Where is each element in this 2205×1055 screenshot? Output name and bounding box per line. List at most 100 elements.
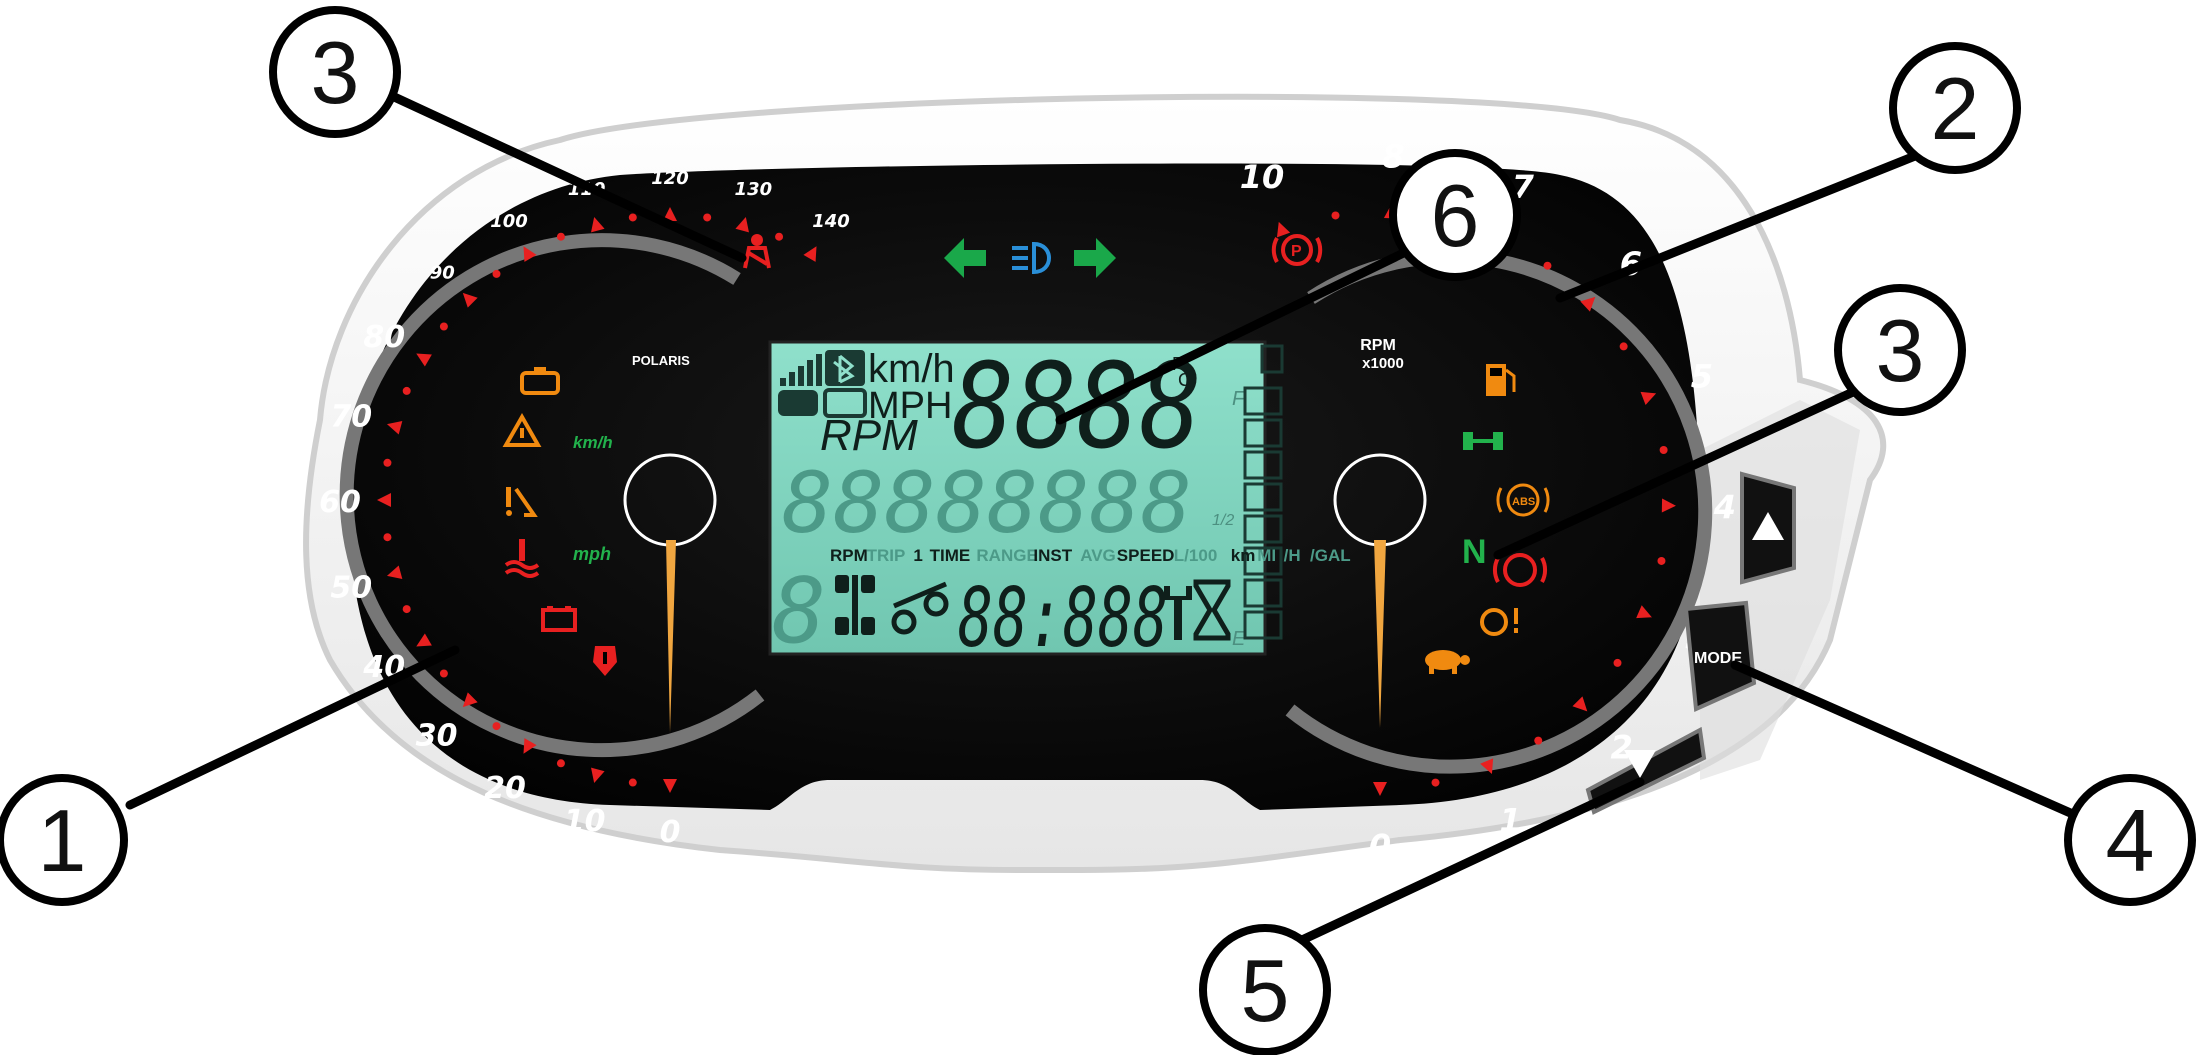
speed-tick-label: 20	[484, 771, 526, 806]
mode-label: TIME	[930, 546, 971, 565]
tach-tick	[1373, 782, 1387, 796]
speed-tick-label: 30	[416, 718, 458, 753]
tach-tick	[1572, 696, 1588, 712]
svg-text:4: 4	[2106, 791, 2155, 890]
speed-tick	[416, 633, 432, 647]
mode-label: AVG	[1080, 546, 1116, 565]
tach-tick	[1640, 391, 1657, 405]
speed-tick	[377, 493, 391, 507]
fuel-half-label: 1/2	[1212, 512, 1234, 529]
tachometer-needle	[1374, 540, 1386, 728]
tach-tick	[1580, 296, 1596, 312]
speed-tick-label: 90	[430, 262, 455, 283]
tach-tick-label: 8	[1382, 137, 1404, 175]
speedometer-ticks	[377, 207, 817, 793]
mode-label: /H	[1284, 546, 1301, 565]
svg-text:3: 3	[1876, 301, 1925, 400]
speed-tick-label: 50	[330, 570, 372, 605]
mode-label: SPEED	[1117, 546, 1175, 565]
mode-label: L/100	[1174, 546, 1217, 565]
fuel-bar-segment	[1243, 418, 1283, 448]
tach-minor-tick	[1534, 736, 1543, 745]
speed-tick	[523, 738, 537, 754]
up-button[interactable]	[1740, 471, 1796, 585]
speed-tick-label: 130	[735, 179, 773, 200]
speed-unit-kmh: km/h	[573, 433, 613, 452]
service-wrench-warning-icon	[506, 487, 538, 517]
lcd-gear-digit: 8	[772, 559, 826, 664]
tach-minor-tick	[1657, 556, 1666, 565]
speed-minor-tick	[628, 213, 637, 222]
speed-tick	[416, 353, 432, 367]
fuel-bar-segment	[1243, 450, 1283, 480]
fuel-bar-segment	[1243, 386, 1283, 416]
tach-tick-label: 0	[1369, 827, 1391, 865]
fuel-bar-segment	[1243, 514, 1283, 544]
fuel-full-label: F	[1232, 388, 1246, 410]
speed-minor-tick	[492, 269, 501, 278]
speed-minor-tick	[439, 669, 448, 678]
high-beam-icon	[1012, 241, 1051, 275]
tach-tick-label: 1	[1499, 801, 1521, 839]
speed-tick	[735, 216, 749, 233]
speed-minor-tick	[383, 533, 392, 542]
parking-brake-icon: P	[1271, 234, 1323, 266]
battery-icon	[541, 606, 577, 632]
turtle-mode-icon	[1425, 650, 1470, 674]
speedometer-needle	[666, 540, 676, 733]
speed-tick-label: 140	[812, 211, 850, 232]
speed-tick-label: 60	[319, 485, 361, 520]
svg-text:ABS: ABS	[1512, 496, 1535, 508]
callout-5: 5	[1199, 924, 1331, 1055]
mode-label: INST	[1033, 546, 1072, 565]
tach-tick	[1480, 758, 1494, 775]
lcd-display: km/h MPH RPM 8888 F C F 1/2 E 88888888 R…	[768, 337, 1351, 666]
mode-label: 1	[913, 546, 922, 565]
speed-tick	[591, 767, 605, 784]
speed-minor-tick	[402, 605, 411, 614]
fuel-bar-segment	[1243, 546, 1283, 576]
speed-minor-tick	[556, 232, 565, 241]
callout-3: 3	[1834, 284, 1966, 416]
mode-label: TRIP	[867, 546, 906, 565]
tach-tick-label: 5	[1691, 358, 1713, 396]
speed-tick-label: 10	[564, 804, 606, 839]
lcd-temp-c: C	[1178, 370, 1191, 390]
speed-tick	[523, 246, 537, 262]
service-wrench-icon	[1164, 586, 1192, 640]
svg-text:3: 3	[311, 23, 360, 122]
tach-multiplier: x1000	[1362, 355, 1404, 372]
speed-tick-label: 120	[651, 168, 689, 189]
down-arrow-icon	[1624, 750, 1656, 778]
speed-minor-tick	[383, 458, 392, 467]
tach-minor-tick	[1331, 211, 1340, 220]
svg-text:P: P	[1291, 243, 1302, 260]
tach-minor-tick	[1619, 342, 1628, 351]
right-turn-signal-icon	[1074, 238, 1116, 278]
speed-tick	[386, 421, 403, 435]
tach-tick-label: 4	[1713, 489, 1736, 527]
svg-text:6: 6	[1431, 166, 1480, 265]
tach-tick-label: 2	[1610, 728, 1632, 766]
coolant-temp-icon	[504, 539, 540, 578]
speed-minor-tick	[492, 722, 501, 731]
fuel-bar-segment	[1243, 610, 1283, 640]
callout-2: 2	[1889, 42, 2021, 174]
speed-minor-tick	[703, 213, 712, 222]
awd-drive-icon	[835, 575, 875, 635]
lcd-unit-kmh: km/h	[868, 347, 955, 391]
callout-3: 3	[269, 6, 401, 138]
speed-minor-tick	[775, 232, 784, 241]
mode-button[interactable]: MODE	[1683, 600, 1757, 712]
phone-call-icon	[778, 390, 818, 416]
tach-minor-tick	[1543, 261, 1552, 270]
tire-pressure-warning-icon	[1480, 608, 1518, 636]
speed-minor-tick	[556, 759, 565, 768]
lcd-unit-rpm: RPM	[820, 411, 918, 460]
warning-triangle-icon	[502, 412, 542, 447]
check-engine-icon	[520, 367, 560, 395]
left-turn-signal-icon	[944, 238, 986, 278]
fuel-pump-icon	[1260, 344, 1284, 374]
bluetooth-icon	[825, 350, 865, 386]
